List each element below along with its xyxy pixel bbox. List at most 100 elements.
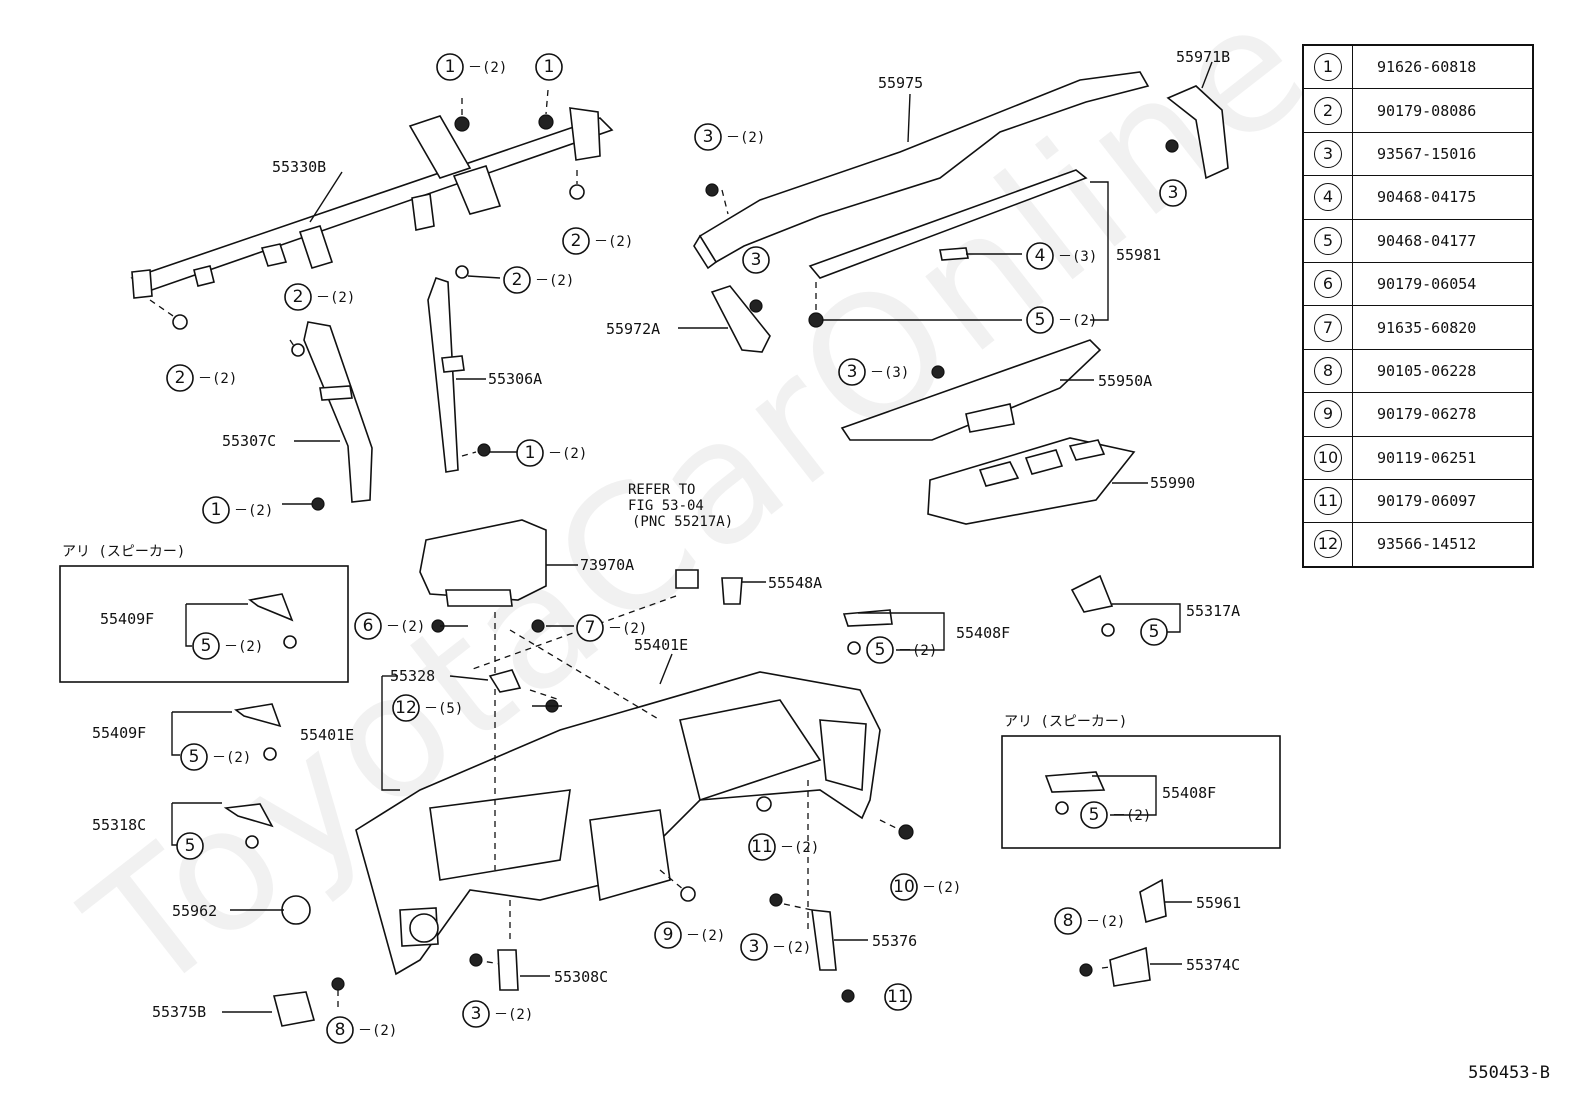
callout: 1－(2) <box>516 439 587 467</box>
callout-circle <box>740 933 768 961</box>
callout-number: 8 <box>1063 911 1074 931</box>
callout-quantity: －(2) <box>772 940 811 956</box>
callout: 7－(2) <box>576 614 647 642</box>
callout: 11 <box>884 983 912 1011</box>
label-55975: 55975 <box>878 74 923 92</box>
clip-55548A <box>721 577 743 605</box>
airbag-73970A <box>419 519 699 607</box>
callout-quantity: －(2) <box>358 1023 397 1039</box>
legend-number: 1 <box>1302 44 1353 90</box>
callout-number: 5 <box>189 747 200 767</box>
legend-row: 11 90179-06097 <box>1302 478 1534 524</box>
rail-55981 <box>808 169 1088 328</box>
callout-number: 11 <box>751 837 773 857</box>
callout: 4 －(3) <box>1026 242 1097 270</box>
callout-number: 3 <box>751 250 762 270</box>
callout: 8－(2) <box>1054 907 1125 935</box>
label-55330B: 55330B <box>272 158 326 176</box>
label-55401E-top: 55401E <box>634 636 688 654</box>
callout-circle <box>1026 242 1054 270</box>
circled-number: 7 <box>1314 313 1342 342</box>
callout: 5－(2) <box>192 632 263 660</box>
callout-number: 6 <box>363 616 374 636</box>
label-55401E-side: 55401E <box>300 726 354 744</box>
duct-55971B <box>1165 85 1229 180</box>
box-55990 <box>927 437 1136 525</box>
callout-number: 5 <box>1089 805 1100 825</box>
panel-55950A <box>840 339 1102 441</box>
label-55374C: 55374C <box>1186 956 1240 974</box>
callout-quantity: －(2) <box>494 1007 533 1023</box>
duct-55975 <box>693 71 1150 270</box>
legend-number: 8 <box>1302 348 1353 394</box>
label-55375B: 55375B <box>152 1003 206 1021</box>
callout-circle <box>890 873 918 901</box>
callout-number: 5 <box>201 636 212 656</box>
callout: 3 <box>742 246 770 274</box>
callout-number: 1 <box>445 57 456 77</box>
label-55950A: 55950A <box>1098 372 1152 390</box>
callout-quantity: －(5) <box>424 701 463 717</box>
callout-circle <box>654 921 682 949</box>
legend-part-number: 91635-60820 <box>1352 305 1534 350</box>
callout-number: 3 <box>1168 183 1179 203</box>
legend-number: 5 <box>1302 218 1353 263</box>
legend-part-number: 90468-04175 <box>1352 175 1534 220</box>
callout-number: 2 <box>175 368 186 388</box>
label-73970A: 73970A <box>580 556 634 574</box>
callout-circle <box>838 358 866 386</box>
label-55990: 55990 <box>1150 474 1195 492</box>
legend-part-number: 93566-14512 <box>1352 522 1534 568</box>
callout-quantity: －(2) <box>726 130 765 146</box>
callout: 3－(2) <box>462 1000 533 1028</box>
callout-circle <box>562 227 590 255</box>
legend-number: 4 <box>1302 175 1353 220</box>
label-55308C: 55308C <box>554 968 608 986</box>
callout-quantity: －(2) <box>386 619 425 635</box>
option-label-right: アリ (スピーカー) <box>1004 714 1127 730</box>
callout-number: 5 <box>875 640 886 660</box>
callout: 5 －(2) <box>866 636 937 664</box>
callout: 3－(3) <box>838 358 909 386</box>
callout: 5－(2) <box>1026 306 1097 334</box>
callout-number: 12 <box>395 698 417 718</box>
callout: 5 <box>1140 618 1168 646</box>
refer-line-1: REFER TO <box>628 482 695 498</box>
legend-part-number: 90179-06097 <box>1352 478 1534 524</box>
callout: 3 <box>1159 179 1187 207</box>
callout-number: 4 <box>1035 246 1046 266</box>
legend-number: 11 <box>1302 478 1353 524</box>
callout-number: 1 <box>211 500 222 520</box>
callout-number: 11 <box>887 987 909 1007</box>
label-55409F-box: 55409F <box>100 610 154 628</box>
callout-quantity: －(2) <box>1112 808 1151 824</box>
callout-number: 3 <box>703 127 714 147</box>
callout-number: 5 <box>1035 310 1046 330</box>
callout-quantity: －(2) <box>898 643 937 659</box>
legend-part-number: 90119-06251 <box>1352 435 1534 480</box>
callout-quantity: －(3) <box>1058 249 1097 265</box>
callout: 6 －(2) <box>354 612 425 640</box>
callout-quantity: －(2) <box>468 60 507 76</box>
callout-circle <box>166 364 194 392</box>
callout-circle <box>284 283 312 311</box>
circled-number: 12 <box>1314 530 1342 559</box>
label-55981: 55981 <box>1116 246 1161 264</box>
callout-number: 5 <box>185 836 196 856</box>
circled-number: 11 <box>1314 487 1342 516</box>
callout-circle <box>535 53 563 81</box>
legend-number: 10 <box>1302 435 1353 480</box>
callout-circle <box>1054 907 1082 935</box>
callout-quantity: －(3) <box>870 365 909 381</box>
callout-circle <box>354 612 382 640</box>
callout-number: 10 <box>893 877 915 897</box>
label-55962: 55962 <box>172 902 217 920</box>
callout: 8－(2) <box>326 1016 397 1044</box>
callout-quantity: －(2) <box>548 446 587 462</box>
callout-circle <box>884 983 912 1011</box>
